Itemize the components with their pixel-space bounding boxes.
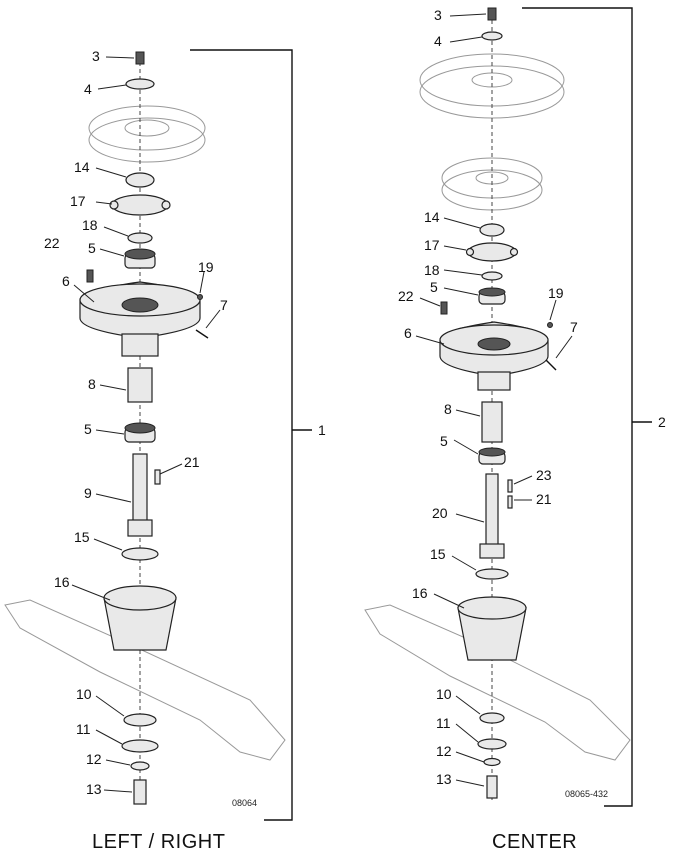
label-5-upper: 5 [88, 240, 96, 256]
seal-18 [127, 232, 153, 244]
center-label-18: 18 [424, 262, 440, 278]
label-3: 3 [92, 48, 100, 64]
washer-15 [121, 547, 159, 561]
center-part-7 [545, 359, 557, 371]
drawing-code-center: 08065-432 [565, 789, 608, 799]
center-label-5-upper: 5 [430, 279, 438, 295]
label-16: 16 [54, 574, 70, 590]
key-21 [154, 469, 161, 485]
center-seal-18 [481, 271, 503, 281]
center-label-7: 7 [570, 319, 578, 335]
center-label-10: 10 [436, 686, 452, 702]
assembly-number-1: 1 [318, 422, 326, 438]
center-label-6: 6 [404, 325, 412, 341]
center-key-23 [507, 479, 513, 493]
caption-center: CENTER [492, 831, 577, 853]
center-part-19 [547, 322, 553, 328]
drawing-code-left: 08064 [232, 798, 257, 808]
center-bolt-3 [487, 7, 497, 21]
center-label-21: 21 [536, 491, 552, 507]
center-washer-10 [479, 712, 505, 724]
label-14: 14 [74, 159, 90, 175]
spacer-8 [127, 367, 153, 403]
caption-left-right: LEFT / RIGHT [92, 831, 225, 853]
left-right-assembly: 3 4 14 17 18 22 5 19 6 7 8 5 21 9 15 16 … [4, 48, 326, 853]
center-label-3: 3 [434, 7, 442, 23]
flange-17 [111, 194, 169, 216]
label-15: 15 [74, 529, 90, 545]
assembly-number-2: 2 [658, 414, 666, 430]
blade-outline [4, 599, 286, 761]
pulley-outline [88, 105, 206, 151]
center-flange-17 [467, 242, 517, 262]
center-label-14: 14 [424, 209, 440, 225]
label-5-lower: 5 [84, 421, 92, 437]
bearing-14 [125, 172, 155, 188]
center-washer-4 [481, 31, 503, 41]
label-11: 11 [76, 721, 91, 737]
center-label-12: 12 [436, 743, 452, 759]
center-shaft-20 [485, 473, 499, 555]
part-19 [197, 294, 203, 300]
label-13: 13 [86, 781, 102, 797]
label-22: 22 [44, 235, 60, 251]
label-7: 7 [220, 297, 228, 313]
center-label-15: 15 [430, 546, 446, 562]
center-label-17: 17 [424, 237, 440, 253]
washer-12 [130, 761, 150, 771]
center-washer-12 [483, 757, 501, 767]
bolt-13 [133, 779, 147, 805]
center-grease-fitting-22 [440, 301, 448, 315]
washer-10 [123, 713, 157, 727]
left-bracket [190, 49, 293, 821]
label-19: 19 [198, 259, 214, 275]
center-label-20: 20 [432, 505, 448, 521]
center-key-21 [507, 495, 513, 509]
center-bracket [522, 7, 633, 807]
center-assembly: 3 4 14 17 18 5 19 22 6 7 8 5 23 21 20 15… [364, 7, 666, 853]
label-4: 4 [84, 81, 92, 97]
center-label-11: 11 [436, 715, 451, 731]
washer-4 [125, 78, 155, 90]
label-21: 21 [184, 454, 200, 470]
label-10: 10 [76, 686, 92, 702]
grease-fitting-22 [86, 269, 94, 283]
center-label-22: 22 [398, 288, 414, 304]
label-8: 8 [88, 376, 96, 392]
center-blade-outline [364, 604, 631, 761]
center-washer-11 [477, 738, 507, 750]
label-9: 9 [84, 485, 92, 501]
center-label-16: 16 [412, 585, 428, 601]
bolt-3 [135, 51, 145, 65]
center-washer-15 [475, 568, 509, 580]
label-18: 18 [82, 217, 98, 233]
center-bolt-13 [486, 775, 498, 799]
label-17: 17 [70, 193, 86, 209]
center-label-4: 4 [434, 33, 442, 49]
center-spacer-8 [481, 401, 503, 443]
label-6: 6 [62, 273, 70, 289]
center-label-23: 23 [536, 467, 552, 483]
center-label-19: 19 [548, 285, 564, 301]
washer-11 [121, 739, 159, 753]
part-7 [195, 329, 209, 339]
center-label-5-lower: 5 [440, 433, 448, 449]
center-label-8: 8 [444, 401, 452, 417]
center-label-13: 13 [436, 771, 452, 787]
label-12: 12 [86, 751, 102, 767]
center-bearing-14 [479, 223, 505, 237]
